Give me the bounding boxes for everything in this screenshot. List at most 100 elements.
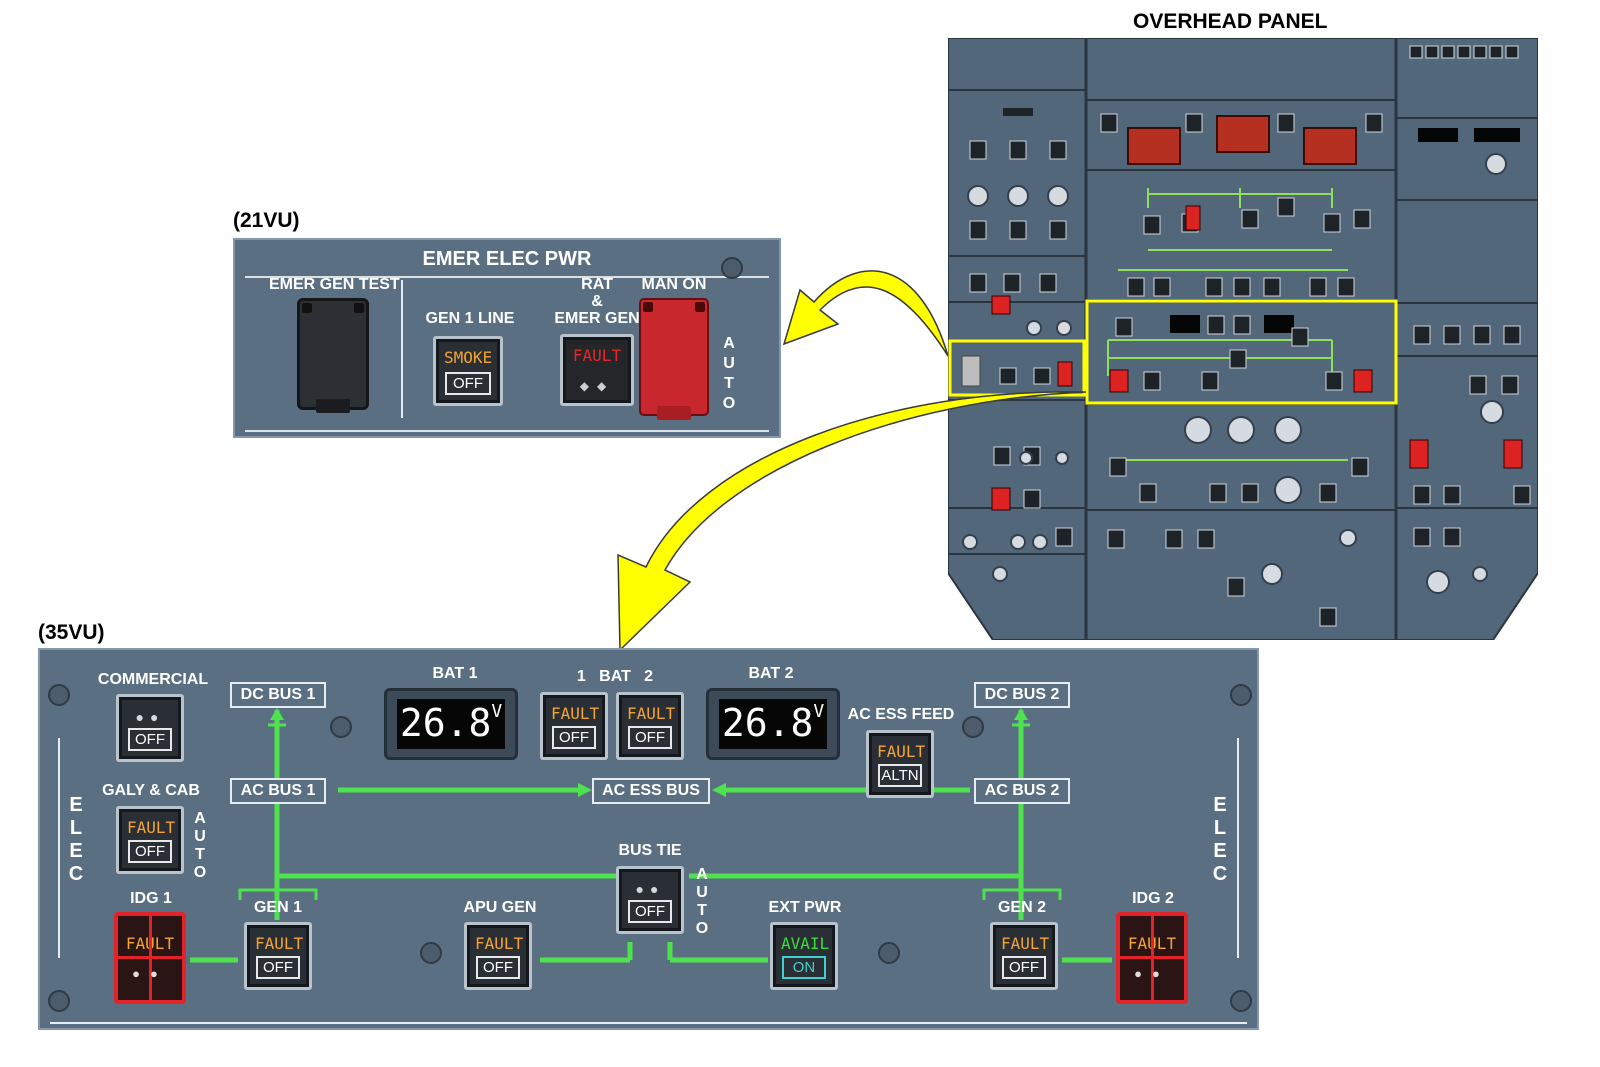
gen1-line-button[interactable]: SMOKE OFF	[433, 336, 503, 406]
bus-tie-label: BUS TIE	[618, 842, 682, 859]
fault-light: FAULT	[255, 934, 304, 953]
emer-gen-test-guard[interactable]	[297, 298, 369, 413]
emer-elec-pwr-title: EMER ELEC PWR	[422, 248, 592, 270]
guard-cross	[118, 956, 182, 959]
guard-hinge	[657, 406, 691, 420]
bat2-label: BAT 2	[748, 665, 794, 682]
fault-light: FAULT	[627, 704, 676, 723]
guard-pin-icon	[643, 302, 653, 312]
panel-screw	[1230, 990, 1252, 1012]
dc-bus-2-box: DC BUS 2	[974, 682, 1070, 708]
panel-screw	[878, 942, 900, 964]
guard-hinge	[316, 399, 350, 413]
right-rule	[1237, 738, 1239, 958]
emer-gen-test-label: EMER GEN TEST	[269, 276, 400, 293]
panel-screw	[962, 716, 984, 738]
fault-light: FAULT	[1001, 934, 1050, 953]
man-on-label: MAN ON	[641, 276, 707, 293]
bat1-voltage: 26.8	[399, 701, 492, 745]
idg2-guard[interactable]: FAULT ●●	[1116, 912, 1188, 1004]
panel-screw	[1230, 684, 1252, 706]
ext-pwr-label: EXT PWR	[768, 899, 842, 916]
off-light: OFF	[256, 956, 300, 979]
idg1-guard[interactable]: FAULT ●●	[114, 912, 186, 1004]
bat1-screen: 26.8V	[397, 699, 505, 749]
commercial-label: COMMERCIAL	[97, 671, 209, 688]
fault-light: FAULT	[127, 818, 176, 837]
gen1-button[interactable]: FAULT OFF	[244, 922, 312, 990]
idg2-label: IDG 2	[1132, 890, 1174, 907]
gen1-line-label: GEN 1 LINE	[425, 310, 515, 327]
bus-lines	[190, 708, 1112, 963]
dots-icon: ●●	[132, 966, 168, 981]
man-on-guard[interactable]	[639, 298, 709, 420]
bat1-display: 26.8V	[384, 688, 518, 760]
rat-label-1: RAT	[581, 276, 613, 293]
left-rule	[58, 738, 60, 958]
panel-screw	[48, 990, 70, 1012]
dots-icon: ●●	[635, 881, 665, 897]
ac-bus-2-box: AC BUS 2	[974, 778, 1070, 804]
guard-cross	[1120, 956, 1184, 959]
apu-gen-button[interactable]: FAULT OFF	[464, 922, 532, 990]
ac-bus-1-box: AC BUS 1	[230, 778, 326, 804]
arrow-to-35vu	[617, 391, 1087, 652]
bat1-label: BAT 1	[432, 665, 478, 682]
ext-pwr-button[interactable]: AVAIL ON	[770, 922, 838, 990]
panel-35vu-id: (35VU)	[38, 621, 105, 644]
panel-screw	[721, 257, 743, 279]
commercial-button[interactable]: ●● OFF	[116, 694, 184, 762]
rat-label-3: EMER GEN	[554, 310, 640, 327]
on-light: ON	[782, 956, 826, 979]
ac-ess-feed-label: AC ESS FEED	[847, 706, 955, 723]
guard-pin-icon	[354, 303, 364, 313]
bottom-rule	[245, 430, 769, 432]
ac-ess-feed-button[interactable]: FAULT ALTN	[866, 730, 934, 798]
fault-light: FAULT	[475, 934, 524, 953]
off-light: OFF	[128, 728, 172, 751]
separator-line	[401, 280, 403, 418]
panel-screw	[48, 684, 70, 706]
bottom-rule	[50, 1022, 1247, 1024]
apu-gen-label: APU GEN	[463, 899, 537, 916]
idg1-label: IDG 1	[130, 890, 172, 907]
overhead-panel-title: OVERHEAD PANEL	[1133, 10, 1328, 33]
galy-cab-label: GALY & CAB	[102, 782, 200, 799]
smoke-light: SMOKE	[444, 348, 493, 367]
bat2-screen: 26.8V	[719, 699, 827, 749]
overhead-panel	[947, 37, 1539, 641]
guard-pin-icon	[302, 303, 312, 313]
dc-bus-1-box: DC BUS 1	[230, 682, 326, 708]
gen2-button[interactable]: FAULT OFF	[990, 922, 1058, 990]
panel-21vu-id: (21VU)	[233, 209, 300, 232]
panel-screw	[330, 716, 352, 738]
rat-label-2: &	[591, 293, 603, 310]
off-light: OFF	[445, 372, 491, 395]
dots-icon: ◆◆	[579, 379, 615, 393]
emer-elec-pwr-panel: EMER ELEC PWR EMER GEN TEST GEN 1 LINE S…	[233, 238, 781, 438]
arrow-to-21vu	[782, 270, 949, 357]
bat2-button[interactable]: FAULT OFF	[616, 692, 684, 760]
gen2-label: GEN 2	[997, 899, 1046, 916]
ac-ess-bus-box: AC ESS BUS	[592, 778, 710, 804]
bat1-unit: V	[491, 701, 503, 722]
galy-cab-button[interactable]: FAULT OFF	[116, 806, 184, 874]
dots-icon: ●●	[135, 709, 165, 725]
off-light: OFF	[628, 726, 672, 749]
off-light: OFF	[128, 840, 172, 863]
altn-light: ALTN	[878, 764, 922, 787]
gen1-label: GEN 1	[253, 899, 302, 916]
bat1-button[interactable]: FAULT OFF	[540, 692, 608, 760]
fault-light: FAULT	[551, 704, 600, 723]
avail-light: AVAIL	[781, 934, 830, 953]
bus-tie-button[interactable]: ●● OFF	[616, 866, 684, 934]
bat-pb-label: 1 BAT 2	[576, 668, 654, 685]
panel-screw	[420, 942, 442, 964]
off-light: OFF	[552, 726, 596, 749]
